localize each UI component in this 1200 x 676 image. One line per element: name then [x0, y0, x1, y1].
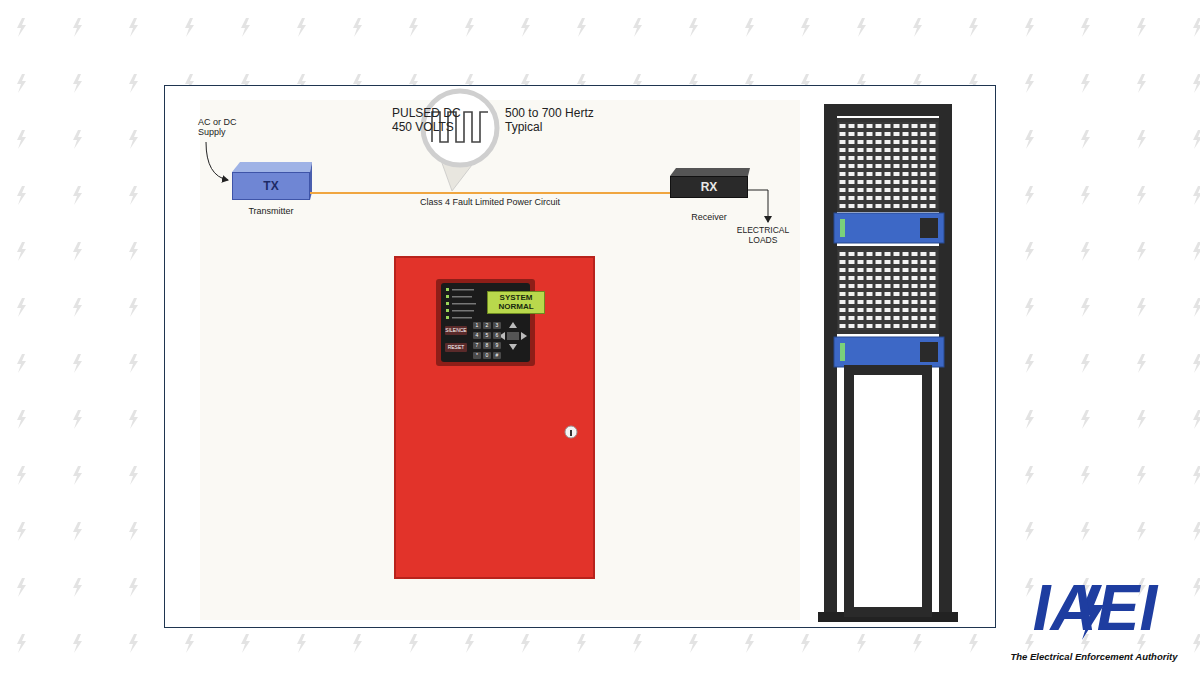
- fire-alarm-panel: [395, 257, 594, 578]
- keypad-key: 2: [483, 322, 491, 329]
- keypad-key: 9: [493, 342, 501, 349]
- status-leds: [446, 288, 449, 319]
- server-rack: [818, 104, 958, 622]
- power-circuit-line: [310, 192, 670, 194]
- device-box: RX: [670, 176, 748, 198]
- box-text: TX: [263, 180, 278, 193]
- keypad-key: 0: [483, 352, 491, 359]
- keypad-key: 7: [473, 342, 481, 349]
- box-caption: Transmitter: [248, 206, 293, 216]
- keypad-key: *: [473, 352, 481, 359]
- loads-arrow: [748, 190, 768, 222]
- device-box: TX: [232, 172, 310, 200]
- keypad-key: 6: [493, 332, 501, 339]
- tx-top: [232, 162, 312, 172]
- key-lock: [565, 426, 577, 438]
- reset-button: RESET: [445, 343, 467, 352]
- rx-top: [670, 168, 750, 176]
- box-text: SYSTEM NORMAL: [488, 294, 544, 311]
- keypad-key: 5: [483, 332, 491, 339]
- keypad-key: 1: [473, 322, 481, 329]
- keypad-key: 3: [493, 322, 501, 329]
- keypad-key: #: [493, 352, 501, 359]
- keypad-key: 8: [483, 342, 491, 349]
- box-text: RX: [701, 181, 718, 194]
- device-box: SYSTEM NORMAL: [487, 291, 545, 314]
- keypad-key: 4: [473, 332, 481, 339]
- edge-label: Class 4 Fault Limited Power Circuit: [420, 197, 560, 207]
- arrow-pad: [499, 322, 527, 350]
- logo-wordmark: IAEI: [1000, 572, 1190, 646]
- supply-arrow: [206, 142, 228, 180]
- tx-side: [310, 162, 312, 200]
- keyhole: [570, 430, 572, 436]
- led-legends: [452, 289, 476, 319]
- signal-label: PULSED DC 450 VOLTS: [392, 107, 464, 135]
- frame: [165, 86, 996, 628]
- logo-tagline: The Electrical Enforcement Authority: [996, 652, 1192, 663]
- box-caption: Receiver: [691, 212, 727, 222]
- loads-label: ELECTRICAL LOADS: [734, 226, 792, 246]
- frequency-label: 500 to 700 Hertz Typical: [505, 107, 615, 135]
- supply-label: AC or DC Supply: [198, 117, 242, 138]
- silence-button: SILENCE: [445, 326, 467, 335]
- ground-tint: [200, 100, 800, 620]
